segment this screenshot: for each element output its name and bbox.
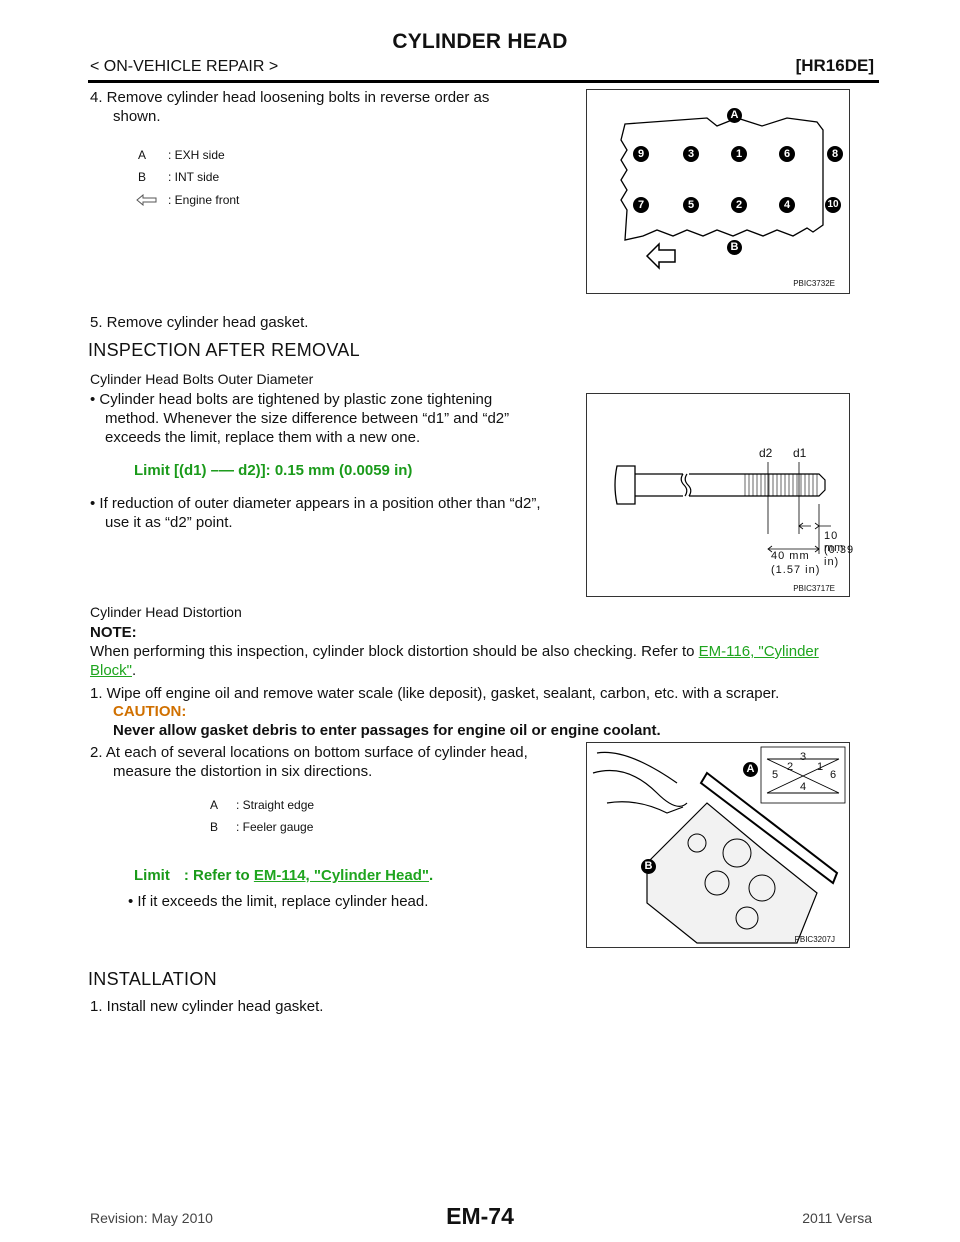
distortion-check-figure: 3 2 1 5 6 4 A B PBIC3207J bbox=[586, 742, 850, 948]
bullet-2-line-2: use it as “d2” point. bbox=[105, 514, 233, 531]
cylinder-head-spec-link[interactable]: EM-114, "Cylinder Head" bbox=[253, 867, 429, 884]
legend-b-text: : Feeler gauge bbox=[236, 820, 314, 834]
d2-label: d2 bbox=[759, 446, 773, 460]
bolt-number: 4 bbox=[779, 197, 795, 213]
label-a: A bbox=[743, 762, 758, 777]
label-b: B bbox=[727, 240, 742, 255]
dim-10mm: 10 mm bbox=[824, 530, 845, 554]
installation-heading: INSTALLATION bbox=[88, 969, 217, 989]
bolt-number: 10 bbox=[825, 197, 841, 213]
legend-front-text: : Engine front bbox=[168, 193, 240, 207]
step-4-text: 4. Remove cylinder head loosening bolts … bbox=[90, 89, 490, 106]
page-title: CYLINDER HEAD bbox=[392, 30, 568, 53]
legend-b-key: B bbox=[138, 170, 147, 184]
note-text-cont: Block". bbox=[90, 662, 137, 679]
bullet-2-line-1: • If reduction of outer diameter appears… bbox=[90, 495, 541, 512]
legend-a-text: : EXH side bbox=[168, 148, 225, 162]
straight-edge-drawing-icon bbox=[592, 746, 846, 944]
page-number: EM-74 bbox=[446, 1203, 514, 1229]
edition: 2011 Versa bbox=[802, 1210, 872, 1226]
direction-number: 3 bbox=[800, 751, 807, 763]
distortion-subheading: Cylinder Head Distortion bbox=[90, 604, 242, 620]
bolt-number: 7 bbox=[633, 197, 649, 213]
replace-bullet: • If it exceeds the limit, replace cylin… bbox=[128, 893, 429, 910]
bolt-order-figure: A B 9 3 1 6 8 7 5 2 4 10 PBIC3732E bbox=[586, 89, 850, 294]
cylinder-block-link[interactable]: EM-116, "Cylinder bbox=[698, 643, 819, 660]
front-arrow-icon bbox=[136, 194, 157, 206]
engine-front-arrow-icon bbox=[645, 242, 676, 270]
distortion-limit: Limit: Refer to EM-114, "Cylinder Head". bbox=[134, 867, 434, 884]
label-a: A bbox=[727, 108, 742, 123]
legend-a-key: A bbox=[138, 148, 147, 162]
bolt-number: 8 bbox=[827, 146, 843, 162]
figure-code: PBIC3717E bbox=[793, 584, 835, 593]
engine-model: [HR16DE] bbox=[795, 56, 874, 75]
section-breadcrumb: < ON-VEHICLE REPAIR > bbox=[90, 58, 279, 75]
legend-b-text: : INT side bbox=[168, 170, 220, 184]
bolt-number: 1 bbox=[731, 146, 747, 162]
bolts-diameter-subheading: Cylinder Head Bolts Outer Diameter bbox=[90, 371, 314, 387]
direction-number: 5 bbox=[772, 769, 779, 781]
dim-40mm-in: (1.57 in) bbox=[771, 564, 821, 576]
cylinder-head-outline-icon bbox=[620, 117, 824, 270]
bullet-1-line-3: exceeds the limit, replace them with a n… bbox=[105, 429, 421, 446]
bolt-number: 3 bbox=[683, 146, 699, 162]
figure-code: PBIC3207J bbox=[794, 935, 835, 944]
figure-code: PBIC3732E bbox=[793, 279, 835, 288]
bolt-number: 5 bbox=[683, 197, 699, 213]
note-text: When performing this inspection, cylinde… bbox=[90, 642, 880, 661]
bullet-1-line-2: method. Whenever the size difference bet… bbox=[105, 410, 510, 427]
legend-a-text: : Straight edge bbox=[236, 798, 315, 812]
distortion-step-1: 1. Wipe off engine oil and remove water … bbox=[90, 685, 780, 702]
legend-a-key: A bbox=[210, 798, 219, 812]
caution-label: CAUTION: bbox=[113, 703, 187, 720]
direction-number: 1 bbox=[817, 761, 824, 773]
dim-40mm: 40 mm bbox=[771, 550, 810, 562]
caution-text: Never allow gasket debris to enter passa… bbox=[113, 722, 661, 739]
dim-10mm-in: (0.39 in) bbox=[824, 544, 855, 568]
installation-step-1: 1. Install new cylinder head gasket. bbox=[90, 998, 324, 1015]
distortion-step-2-cont: measure the distortion in six directions… bbox=[113, 763, 373, 780]
d1-label: d1 bbox=[793, 446, 807, 460]
direction-number: 2 bbox=[787, 761, 794, 773]
bolt-number: 2 bbox=[731, 197, 747, 213]
step-4-text-cont: shown. bbox=[113, 108, 161, 125]
head-bolt-drawing-icon bbox=[614, 462, 831, 554]
bolt-number: 6 bbox=[779, 146, 795, 162]
bullet-1-line-1: • Cylinder head bolts are tightened by p… bbox=[90, 391, 493, 408]
step-5-text: 5. Remove cylinder head gasket. bbox=[90, 314, 309, 331]
bolt-diameter-figure: d2 d1 10 mm (0.39 in) 40 mm (1.57 in) PB… bbox=[586, 393, 853, 597]
revision-date: Revision: May 2010 bbox=[90, 1210, 213, 1226]
note-label: NOTE: bbox=[90, 624, 137, 641]
distortion-step-2: 2. At each of several locations on botto… bbox=[90, 744, 528, 761]
label-b: B bbox=[641, 859, 656, 874]
bolt-number: 9 bbox=[633, 146, 649, 162]
cylinder-block-link-cont[interactable]: Block" bbox=[90, 662, 133, 679]
note-body: When performing this inspection, cylinde… bbox=[90, 643, 699, 660]
bolt-diameter-limit: Limit [(d1) –— d2)]: 0.15 mm (0.0059 in) bbox=[134, 462, 413, 479]
legend-b-key: B bbox=[210, 820, 219, 834]
direction-number: 6 bbox=[830, 769, 837, 781]
inspection-heading: INSPECTION AFTER REMOVAL bbox=[88, 340, 360, 360]
header-divider bbox=[88, 80, 879, 83]
direction-number: 4 bbox=[800, 781, 807, 793]
